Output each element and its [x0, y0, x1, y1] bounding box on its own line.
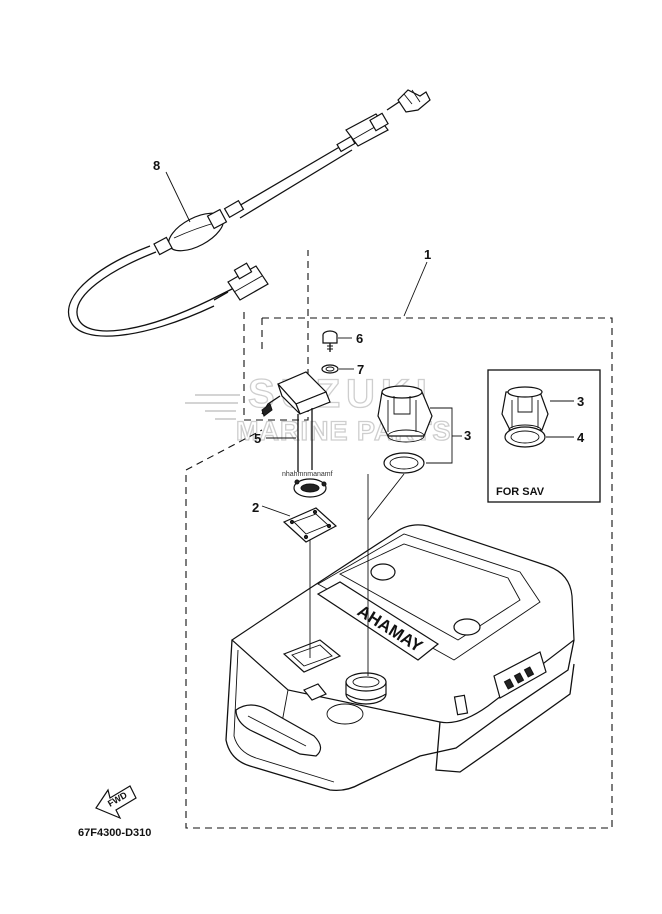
fuel-gauge-unit: nhahmnmanamf	[261, 371, 333, 498]
gauge-gasket	[282, 507, 338, 543]
callout-6: 6	[356, 331, 363, 346]
callout-8: 8	[153, 158, 160, 173]
fuel-tank-group-outline	[185, 250, 613, 829]
callout-3a: 3	[464, 428, 471, 443]
callout-1: 1	[424, 247, 431, 262]
fwd-arrow-icon: FWD	[95, 785, 137, 820]
for-sav-title: FOR SAV	[496, 486, 545, 498]
fuel-cap	[377, 385, 433, 443]
callout-5: 5	[254, 431, 261, 446]
callout-7: 7	[357, 362, 364, 377]
sav-gasket	[504, 426, 546, 448]
callout-3b: 3	[577, 394, 584, 409]
washer	[321, 364, 339, 374]
leader-lines	[165, 171, 574, 676]
diagram-code: 67F4300-D310	[78, 827, 151, 839]
primer-bulb	[153, 208, 228, 256]
tank-connector	[227, 262, 269, 301]
callout-2: 2	[252, 500, 259, 515]
sav-fuel-cap	[501, 386, 549, 436]
screw	[322, 330, 338, 352]
for-sav-box: FOR SAV	[487, 369, 601, 503]
cap-gasket	[383, 452, 425, 474]
engine-connector	[345, 89, 431, 147]
callout-4: 4	[577, 430, 585, 445]
fuel-hose-assembly	[67, 89, 431, 337]
svg-text:nhahmnmanamf: nhahmnmanamf	[282, 471, 333, 478]
callouts: 1 2 3 3 4 5 6 7 8	[153, 158, 585, 515]
gauge-mount-seat	[282, 639, 342, 673]
tank-filler-cap	[345, 672, 387, 705]
fuel-tank: YAMAHA	[225, 524, 575, 792]
